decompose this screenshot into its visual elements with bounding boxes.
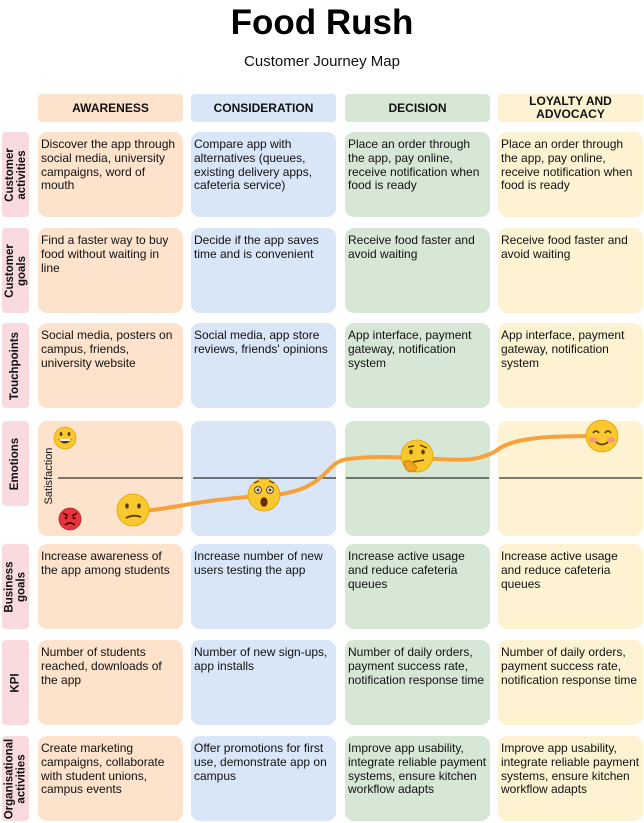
journey-cell: Offer promotions for first use, demonstr… bbox=[191, 736, 336, 821]
journey-cell: Increase number of new users testing the… bbox=[191, 544, 336, 629]
journey-cell: Social media, posters on campus, friends… bbox=[38, 323, 183, 408]
journey-cell: Number of daily orders, payment success … bbox=[345, 640, 490, 725]
row-label: Touchpoints bbox=[2, 323, 29, 408]
journey-cell: Find a faster way to buy food without wa… bbox=[38, 228, 183, 313]
journey-cell: Discover the app through social media, u… bbox=[38, 132, 183, 217]
journey-cell: App interface, payment gateway, notifica… bbox=[345, 323, 490, 408]
stage-header: CONSIDERATION bbox=[191, 94, 336, 122]
journey-cell: Improve app usability, integrate reliabl… bbox=[498, 736, 643, 821]
journey-cell: Improve app usability, integrate reliabl… bbox=[345, 736, 490, 821]
astonished-face-icon bbox=[247, 478, 281, 512]
emotion-curve bbox=[131, 434, 604, 513]
journey-cell: Create marketing campaigns, collaborate … bbox=[38, 736, 183, 821]
journey-cell: Increase active usage and reduce cafeter… bbox=[345, 544, 490, 629]
journey-cell: Decide if the app saves time and is conv… bbox=[191, 228, 336, 313]
stage-header: AWARENESS bbox=[38, 94, 183, 122]
journey-cell: Place an order through the app, pay onli… bbox=[345, 132, 490, 217]
journey-cell: Increase active usage and reduce cafeter… bbox=[498, 544, 643, 629]
journey-cell: Receive food faster and avoid waiting bbox=[498, 228, 643, 313]
row-label: Emotions bbox=[2, 421, 29, 506]
journey-cell: App interface, payment gateway, notifica… bbox=[498, 323, 643, 408]
thinking-face-icon bbox=[400, 439, 434, 473]
stage-header: DECISION bbox=[345, 94, 490, 122]
page-subtitle: Customer Journey Map bbox=[244, 53, 400, 70]
journey-cell: Receive food faster and avoid waiting bbox=[345, 228, 490, 313]
journey-cell: Number of new sign-ups, app installs bbox=[191, 640, 336, 725]
angry-face-icon bbox=[58, 507, 82, 531]
journey-cell: Place an order through the app, pay onli… bbox=[498, 132, 643, 217]
page-title: Food Rush bbox=[230, 3, 414, 42]
grinning-face-icon bbox=[53, 426, 77, 450]
journey-cell: Social media, app store reviews, friends… bbox=[191, 323, 336, 408]
stage-header: LOYALTY AND ADVOCACY bbox=[498, 94, 643, 122]
journey-cell: Increase awareness of the app among stud… bbox=[38, 544, 183, 629]
journey-cell: Number of daily orders, payment success … bbox=[498, 640, 643, 725]
confused-face-icon bbox=[116, 493, 150, 527]
satisfaction-axis-label: Satisfaction bbox=[43, 448, 55, 505]
row-label: KPI bbox=[2, 640, 29, 725]
journey-cell: Number of students reached, downloads of… bbox=[38, 640, 183, 725]
journey-cell: Compare app with alternatives (queues, e… bbox=[191, 132, 336, 217]
smiling-face-blush-icon bbox=[585, 419, 619, 453]
